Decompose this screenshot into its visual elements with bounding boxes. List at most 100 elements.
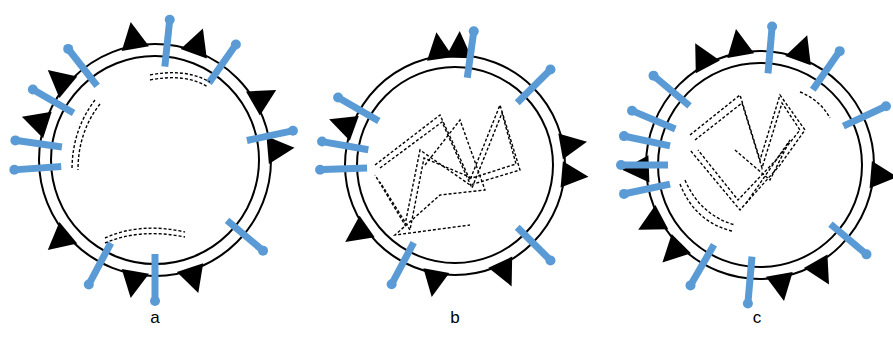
blue-spike: [635, 112, 676, 129]
spike-tip: [469, 26, 479, 36]
black-spike: [177, 263, 203, 293]
blue-spike: [517, 227, 548, 258]
inner-envelope: [357, 67, 553, 263]
spike-tip: [627, 106, 637, 116]
black-spike: [488, 257, 512, 287]
spike-tip: [84, 279, 94, 289]
black-spike: [558, 133, 587, 159]
genome-strand: [78, 104, 100, 170]
spike-tip: [767, 22, 777, 32]
blue-spike: [467, 34, 473, 78]
blue-spike: [517, 72, 548, 103]
black-spike: [804, 254, 829, 284]
black-spike: [561, 161, 589, 187]
blue-spike: [70, 51, 97, 86]
genome-strand: [680, 184, 732, 231]
black-spike: [22, 112, 52, 138]
spike-tip: [315, 165, 325, 175]
black-spike: [329, 116, 359, 141]
blue-spike: [656, 78, 690, 106]
outer-envelope: [345, 55, 565, 275]
spike-tip: [387, 279, 397, 289]
black-spike: [267, 136, 295, 164]
black-spike: [423, 268, 449, 297]
spike-tip: [317, 137, 327, 147]
spike-tip: [881, 101, 891, 111]
spike-tip: [10, 135, 20, 145]
panel-label: b: [450, 308, 459, 328]
spike-tip: [333, 93, 343, 103]
spike-tip: [258, 246, 268, 256]
blue-spike: [165, 23, 170, 67]
genome-strand: [690, 95, 805, 210]
blue-spike: [843, 108, 883, 127]
black-spike: [785, 35, 811, 65]
black-spike: [181, 28, 207, 58]
spike-tip: [616, 160, 626, 170]
panel-label: c: [753, 308, 762, 328]
genome-strand: [735, 140, 790, 205]
spike-tip: [231, 39, 241, 49]
outer-envelope: [646, 51, 874, 279]
blue-spike: [624, 162, 668, 169]
blue-spike: [692, 245, 714, 283]
blue-spike: [627, 184, 670, 193]
virus-particle: [315, 26, 588, 297]
blue-spike: [247, 131, 290, 140]
black-spike: [122, 22, 149, 51]
genome-strand: [375, 105, 520, 225]
black-spike: [766, 272, 793, 301]
blue-spike: [768, 30, 772, 74]
spike-tip: [686, 280, 696, 290]
genome-strand: [105, 228, 185, 238]
blue-spike: [748, 257, 752, 301]
black-spike: [870, 161, 893, 188]
spike-tip: [288, 126, 298, 136]
black-spike: [727, 29, 754, 58]
outer-envelope: [39, 44, 271, 276]
blue-spike: [325, 142, 368, 150]
genome-strand: [685, 180, 735, 225]
virus-particle: [9, 15, 298, 306]
black-spike: [48, 222, 78, 250]
blue-spike: [627, 137, 670, 146]
inner-envelope: [51, 56, 259, 264]
spike-tip: [545, 65, 555, 75]
spike-tip: [619, 131, 629, 141]
black-spike: [662, 234, 691, 263]
genome-strand: [150, 78, 208, 87]
blue-spike: [323, 168, 367, 170]
panel-label: a: [150, 308, 159, 328]
blue-spike: [393, 243, 414, 282]
genome-strand: [395, 120, 485, 235]
spike-tip: [649, 71, 659, 81]
spike-tip: [861, 249, 871, 259]
spike-tip: [165, 15, 175, 25]
spike-tip: [743, 298, 753, 308]
blue-spike: [90, 243, 111, 282]
blue-spike: [227, 220, 261, 248]
spike-tip: [545, 255, 555, 265]
genome-strand: [800, 92, 830, 118]
black-spike: [246, 90, 276, 116]
inner-envelope: [658, 63, 862, 267]
spike-tip: [835, 46, 845, 56]
spike-tip: [619, 189, 629, 199]
blue-spike: [18, 141, 62, 147]
blue-spike: [209, 47, 234, 83]
black-spike: [345, 216, 375, 242]
spike-tip: [63, 44, 73, 54]
blue-spike: [152, 254, 159, 298]
blue-spike: [341, 99, 379, 121]
virus-particle: [616, 22, 893, 309]
spike-tip: [28, 85, 38, 95]
black-spike: [638, 205, 668, 230]
spike-tip: [9, 165, 19, 175]
blue-spike: [813, 54, 838, 90]
blue-spike: [35, 91, 73, 113]
black-spike: [48, 70, 78, 98]
blue-spike: [17, 167, 61, 170]
black-spike: [622, 155, 649, 182]
genome-strand: [380, 113, 516, 230]
